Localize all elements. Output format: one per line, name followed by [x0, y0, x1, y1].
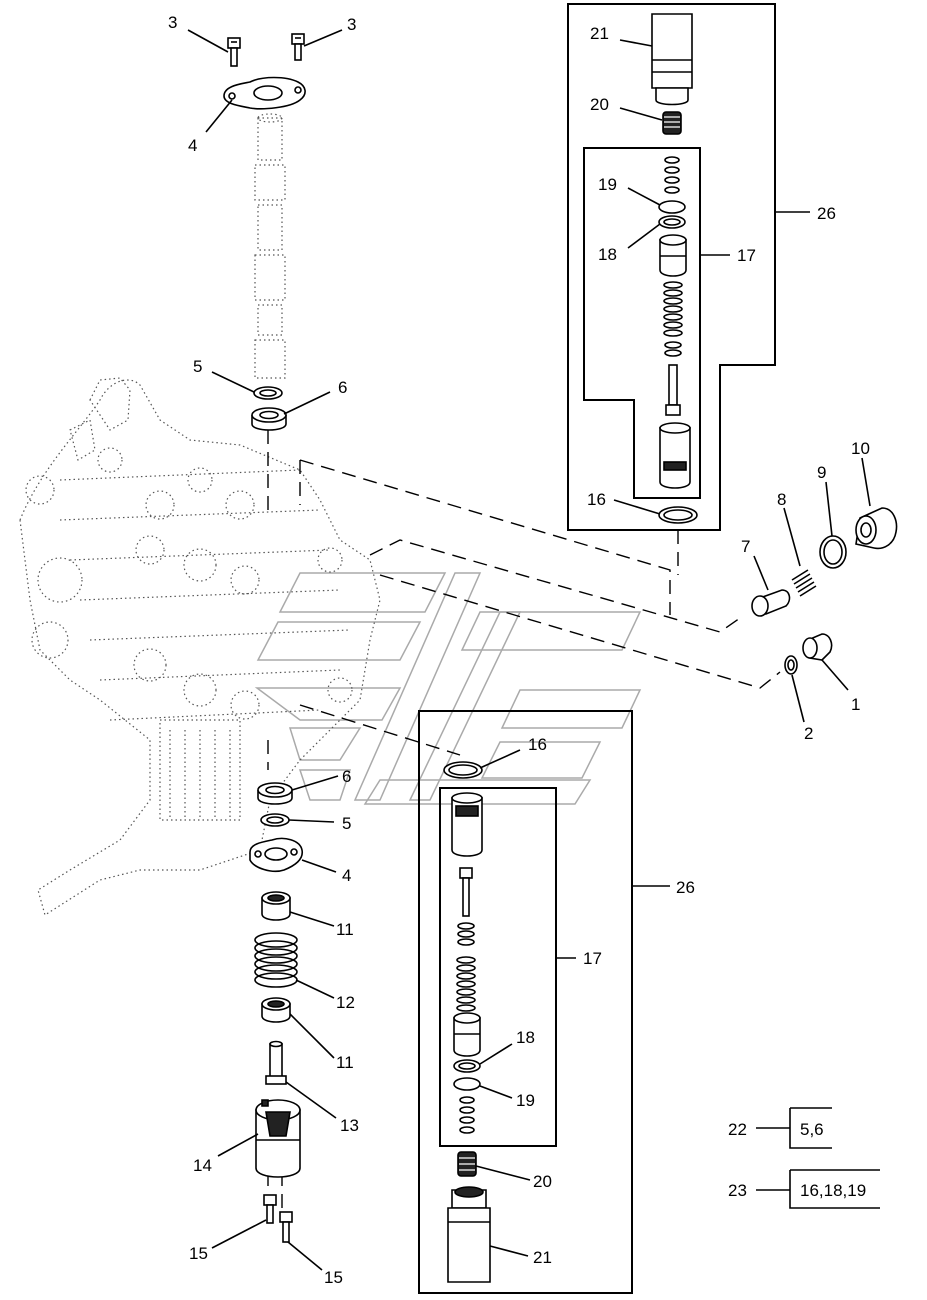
main-spring-top [663, 281, 683, 357]
backup-ring-19-bottom [453, 1077, 481, 1091]
callout-8: 8 [777, 490, 786, 509]
callout-4: 4 [188, 136, 197, 155]
kit-22-label: 22 [728, 1120, 747, 1139]
kit-legend: 22 5,6 23 16,18,19 [728, 1120, 866, 1200]
poppet-7 [751, 589, 791, 617]
kit-box-26-top [567, 3, 776, 531]
pin-bottom [459, 867, 473, 917]
callout-9: 9 [817, 463, 826, 482]
spring-20-bottom [457, 1151, 477, 1177]
o-ring-16-bottom [443, 761, 483, 779]
piston-top [659, 234, 687, 277]
backup-ring-19-top [658, 200, 686, 214]
leader-lines [187, 29, 880, 1271]
callout-labels: 3 3 4 5 6 21 20 19 18 17 26 16 10 9 8 7 … [168, 13, 870, 1287]
kit-box-26-bottom [418, 710, 633, 1294]
housing-14 [255, 1099, 301, 1178]
o-ring-18-bottom [453, 1059, 481, 1073]
cartridge-21-bottom [447, 1186, 491, 1283]
callout-17: 17 [737, 246, 756, 265]
callout-18: 18 [598, 245, 617, 264]
callout-20: 20 [533, 1172, 552, 1191]
sleeve-bottom [451, 792, 483, 857]
main-spring-bottom [456, 922, 476, 1012]
callout-4: 4 [342, 866, 351, 885]
callout-3: 3 [347, 15, 356, 34]
assembly-lines [267, 430, 781, 1210]
cartridge-21-top [651, 13, 693, 106]
seal-5-top [253, 386, 283, 400]
callout-11: 11 [336, 1053, 354, 1072]
callout-26: 26 [817, 204, 836, 223]
bolt-15-left [263, 1194, 277, 1224]
callout-14: 14 [193, 1156, 212, 1175]
small-spring-top [664, 156, 680, 194]
kit-box-17-top [583, 147, 701, 499]
callout-21: 21 [533, 1248, 552, 1267]
small-spring-bottom [459, 1096, 475, 1134]
callout-15: 15 [189, 1244, 208, 1263]
callout-19: 19 [598, 175, 617, 194]
cover-plate-4-bottom [249, 837, 304, 873]
bolt-15-right [279, 1211, 293, 1243]
callout-19: 19 [516, 1091, 535, 1110]
callout-10: 10 [851, 439, 870, 458]
o-ring-16-top [658, 506, 698, 524]
callout-16: 16 [528, 735, 547, 754]
callout-6: 6 [342, 767, 351, 786]
kit-box-17-bottom [439, 787, 557, 1147]
pin-top [665, 364, 681, 416]
spring-20-top [662, 111, 682, 135]
spring-seat-11-lower [261, 997, 291, 1023]
callout-5: 5 [342, 814, 351, 833]
stud-13 [265, 1040, 287, 1085]
callout-20: 20 [590, 95, 609, 114]
callout-26: 26 [676, 878, 695, 897]
callout-5: 5 [193, 357, 202, 376]
o-ring-9 [819, 535, 847, 569]
kit-23-contents: 16,18,19 [800, 1181, 866, 1200]
callout-12: 12 [336, 993, 355, 1012]
callout-7: 7 [741, 537, 750, 556]
callout-18: 18 [516, 1028, 535, 1047]
piston-bottom [453, 1012, 481, 1057]
kit-22-contents: 5,6 [800, 1120, 824, 1139]
callout-6: 6 [338, 378, 347, 397]
callout-17: 17 [583, 949, 602, 968]
cap-screw-3-right [291, 33, 305, 61]
callout-15: 15 [324, 1268, 343, 1287]
callout-16: 16 [587, 490, 606, 509]
callout-1: 1 [851, 695, 860, 714]
callout-21: 21 [590, 24, 609, 43]
cap-screw-3-left [227, 37, 241, 67]
seal-6-bottom [257, 782, 293, 805]
callout-13: 13 [340, 1116, 359, 1135]
callout-2: 2 [804, 724, 813, 743]
sleeve-top [659, 422, 691, 489]
callout-11: 11 [336, 920, 354, 939]
plug-1 [802, 633, 833, 661]
o-ring-2 [784, 655, 798, 675]
plug-10 [855, 507, 898, 550]
valve-body-ghost [19, 113, 381, 916]
seal-5-bottom [260, 813, 290, 827]
spring-12 [254, 932, 298, 988]
cover-plate-4-top [223, 76, 306, 110]
spring-8 [791, 569, 817, 597]
spring-seat-11-upper [261, 891, 291, 921]
kit-23-label: 23 [728, 1181, 747, 1200]
callout-3: 3 [168, 13, 177, 32]
o-ring-18-top [658, 215, 686, 229]
seal-6-top [251, 407, 287, 431]
